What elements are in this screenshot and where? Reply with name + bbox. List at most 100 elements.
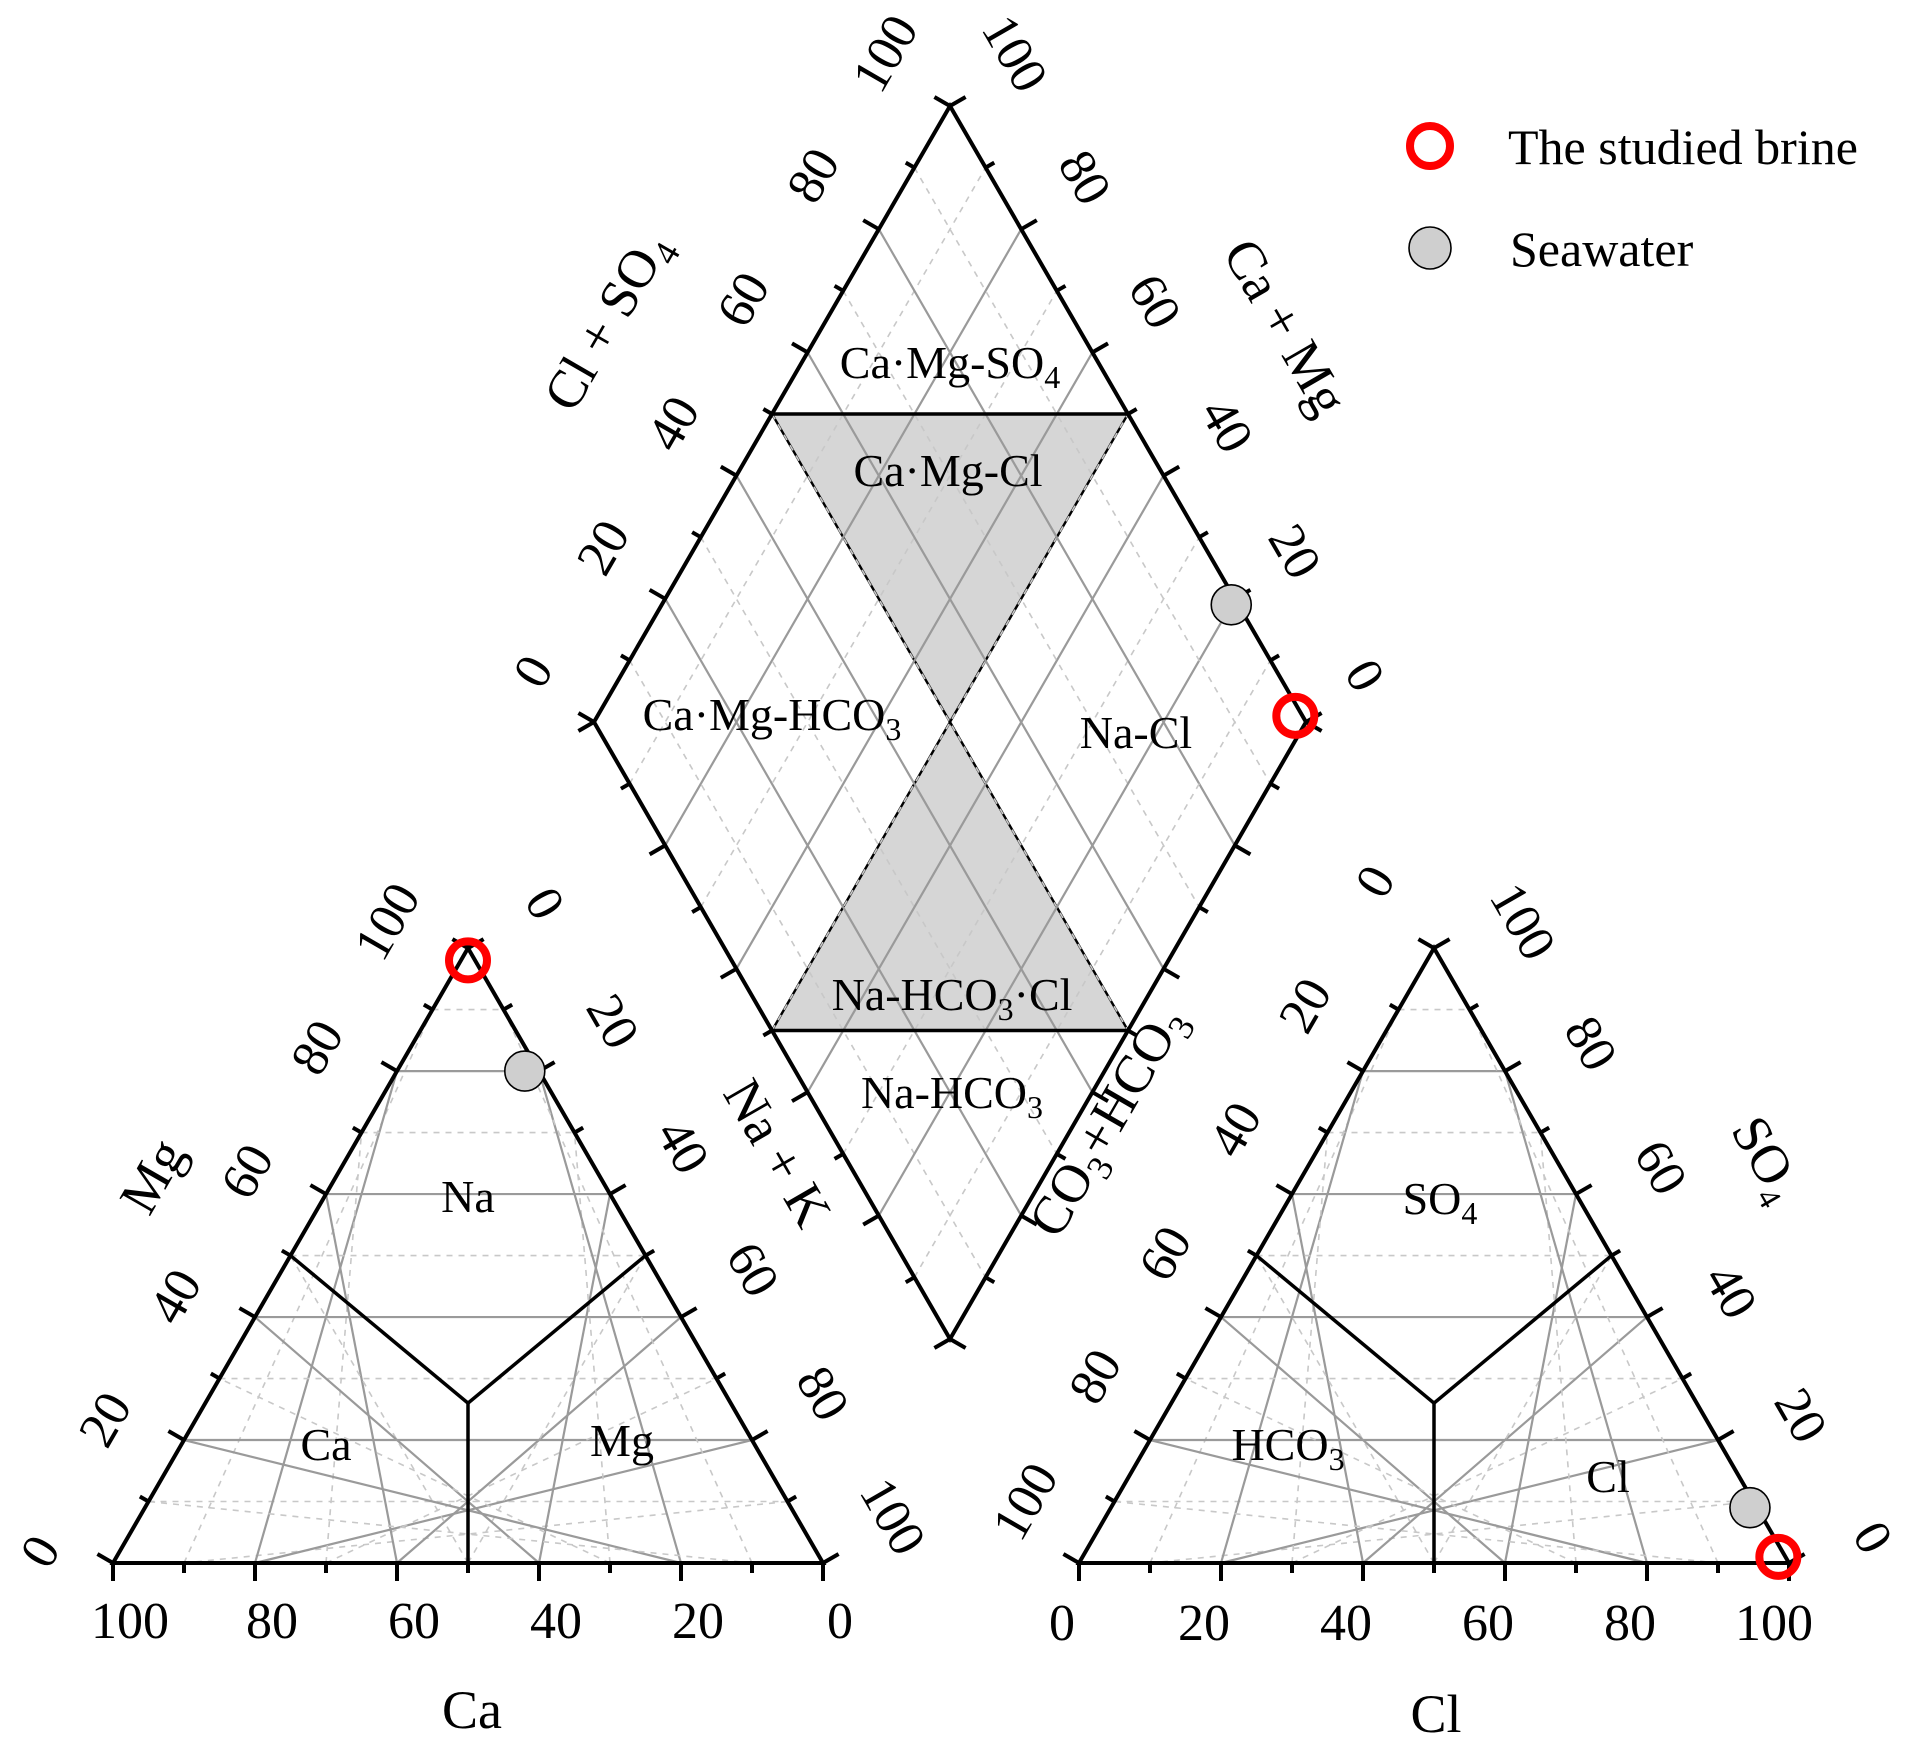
cation-bottom-tick-60: 60 <box>388 1593 440 1650</box>
diamond-lr-tick-8 <box>1020 1213 1038 1227</box>
anion-bottom-tick-80: 80 <box>1604 1595 1656 1652</box>
anion-left-tick-5 <box>1246 1248 1258 1258</box>
diamond-lr-tick-6 <box>1091 1090 1109 1103</box>
cation-right-tick-0 <box>821 1552 840 1565</box>
legend-seawater-marker <box>1408 226 1452 270</box>
diamond-lr-tick-2 <box>1233 843 1252 857</box>
diamond-ll-tick-7 <box>833 1152 845 1161</box>
diamond-ur-tick-80: 80 <box>1047 141 1122 215</box>
cation-right-tick-0: 0 <box>513 878 575 929</box>
diamond-point-brine <box>1272 692 1319 739</box>
anion-right-tick-4 <box>1645 1306 1664 1319</box>
cation-right-tick-20: 20 <box>575 985 650 1059</box>
cation-right-tick-6 <box>608 1183 627 1196</box>
anion-left-tick-40: 40 <box>1198 1093 1273 1167</box>
diamond-ll-tick-6 <box>791 1090 809 1103</box>
cation-left-tick-5 <box>280 1248 292 1258</box>
diamond-lr-tick-5 <box>1126 1028 1138 1038</box>
cation-grid-a-7 <box>219 1377 611 1564</box>
cation-right-tick-100: 100 <box>848 1469 936 1565</box>
anion-left-tick-7 <box>1317 1125 1329 1135</box>
cation-left-tick-40: 40 <box>138 1260 213 1334</box>
cation-grid-a-9 <box>148 1500 753 1564</box>
diamond-ul-tick-10 <box>933 95 952 108</box>
diamond-ur-tick-60: 60 <box>1117 265 1192 339</box>
anion-right-tick-6 <box>1574 1183 1593 1196</box>
anion-left-tick-9 <box>1388 1002 1400 1012</box>
diamond-ur-tick-10 <box>948 95 967 108</box>
cation-bottom-tick-40: 40 <box>530 1593 582 1650</box>
cation-point-brine <box>445 937 491 984</box>
anion-left-tick-4 <box>1204 1306 1223 1319</box>
anion-right-tick-8 <box>1503 1060 1522 1073</box>
diamond-grid-a-2 <box>664 598 1023 1217</box>
diamond-lower-left-axis-title: Na + K <box>712 1069 844 1237</box>
anion-right-tick-2 <box>1716 1429 1735 1442</box>
diamond-ll-tick-5 <box>762 1028 774 1038</box>
anion-right-tick-10 <box>1432 937 1451 950</box>
diamond-zone-camg-hco3: Ca·Mg-HCO3 <box>643 689 902 747</box>
anion-grid-b-8 <box>1503 1070 1649 1564</box>
diamond-ll-tick-9 <box>904 1275 916 1285</box>
anion-point-seawater <box>1729 1486 1771 1529</box>
diamond-grid-b-4 <box>735 351 1094 970</box>
diamond-lr-tick-7 <box>1055 1152 1067 1161</box>
diamond-ll-tick-10 <box>933 1337 952 1350</box>
anion-right-tick-40: 40 <box>1693 1255 1768 1329</box>
diamond-ll-tick-4 <box>719 967 738 980</box>
cation-point-seawater <box>503 1050 546 1092</box>
diamond-ll-tick-3 <box>691 905 702 914</box>
anion-grid-b-6 <box>1503 1193 1578 1564</box>
diamond-ll-tick-0 <box>577 720 596 733</box>
cation-bottom-axis-title: Ca <box>442 1680 502 1740</box>
cation-grid-a-8 <box>183 1438 682 1565</box>
anion-zone-cl: Cl <box>1586 1451 1629 1502</box>
diamond-grid-b-6 <box>806 475 1165 1093</box>
anion-left-tick-60: 60 <box>1128 1217 1203 1291</box>
legend: The studied brine Seawater <box>1406 119 1858 277</box>
cation-grid-b-4 <box>396 1316 682 1564</box>
diamond-ul-tick-2 <box>648 588 667 601</box>
diamond-grid-a-8 <box>877 228 1236 846</box>
diamond-ul-tick-0: 0 <box>503 646 565 697</box>
cation-right-tick-5 <box>644 1248 656 1258</box>
diamond-lower-right-axis-title: CO3+HCO3 <box>1017 995 1204 1250</box>
cation-right-tick-2 <box>750 1429 769 1442</box>
cation-left-tick-3 <box>209 1371 221 1381</box>
anion-grid-a-9 <box>1114 1500 1719 1564</box>
diamond-ul-tick-100: 100 <box>842 6 930 102</box>
cation-right-tick-7 <box>573 1125 585 1135</box>
anion-bottom-tick-60: 60 <box>1462 1595 1514 1652</box>
anion-right-tick-9 <box>1468 1002 1480 1012</box>
cation-left-tick-100: 100 <box>344 874 432 970</box>
diamond-ul-tick-40: 40 <box>636 387 711 461</box>
diamond-ul-tick-4 <box>719 464 738 478</box>
diamond-zone-na-hco3-cl: Na-HCO3·Cl <box>832 969 1073 1027</box>
anion-left-tick-100: 100 <box>982 1454 1070 1550</box>
diamond-grid-a-6 <box>806 351 1165 970</box>
cation-left-tick-6 <box>309 1183 328 1196</box>
anion-left-tick-0: 0 <box>1345 856 1407 907</box>
anion-bottom-tick-0: 0 <box>1049 1595 1075 1652</box>
diamond-ul-tick-1 <box>619 653 631 663</box>
cation-left-tick-4 <box>238 1306 257 1319</box>
anion-grid-a-1 <box>1149 1009 1400 1564</box>
diamond-grid-a-9 <box>913 167 1272 785</box>
diamond-ur-tick-4 <box>1162 464 1181 478</box>
anion-bottom-tick-40: 40 <box>1320 1595 1372 1652</box>
diamond-lr-tick-3 <box>1198 905 1209 914</box>
legend-brine-marker <box>1406 122 1454 170</box>
cation-left-tick-2 <box>167 1429 186 1442</box>
cation-zone-na: Na <box>441 1171 495 1222</box>
anion-left-tick-6 <box>1275 1183 1294 1196</box>
anion-point-brine <box>1755 1533 1802 1580</box>
diamond-grid-b-7 <box>842 536 1200 1155</box>
cation-right-tick-80: 80 <box>785 1357 860 1431</box>
cation-left-tick-7 <box>351 1125 363 1135</box>
anion-left-tick-1 <box>1104 1494 1116 1504</box>
diamond-ur-tick-0: 0 <box>1333 650 1395 701</box>
cation-grid-b-1 <box>183 1500 788 1564</box>
anion-grid-a-4 <box>1290 1193 1365 1564</box>
anion-bottom-axis-title: Cl <box>1410 1684 1461 1744</box>
